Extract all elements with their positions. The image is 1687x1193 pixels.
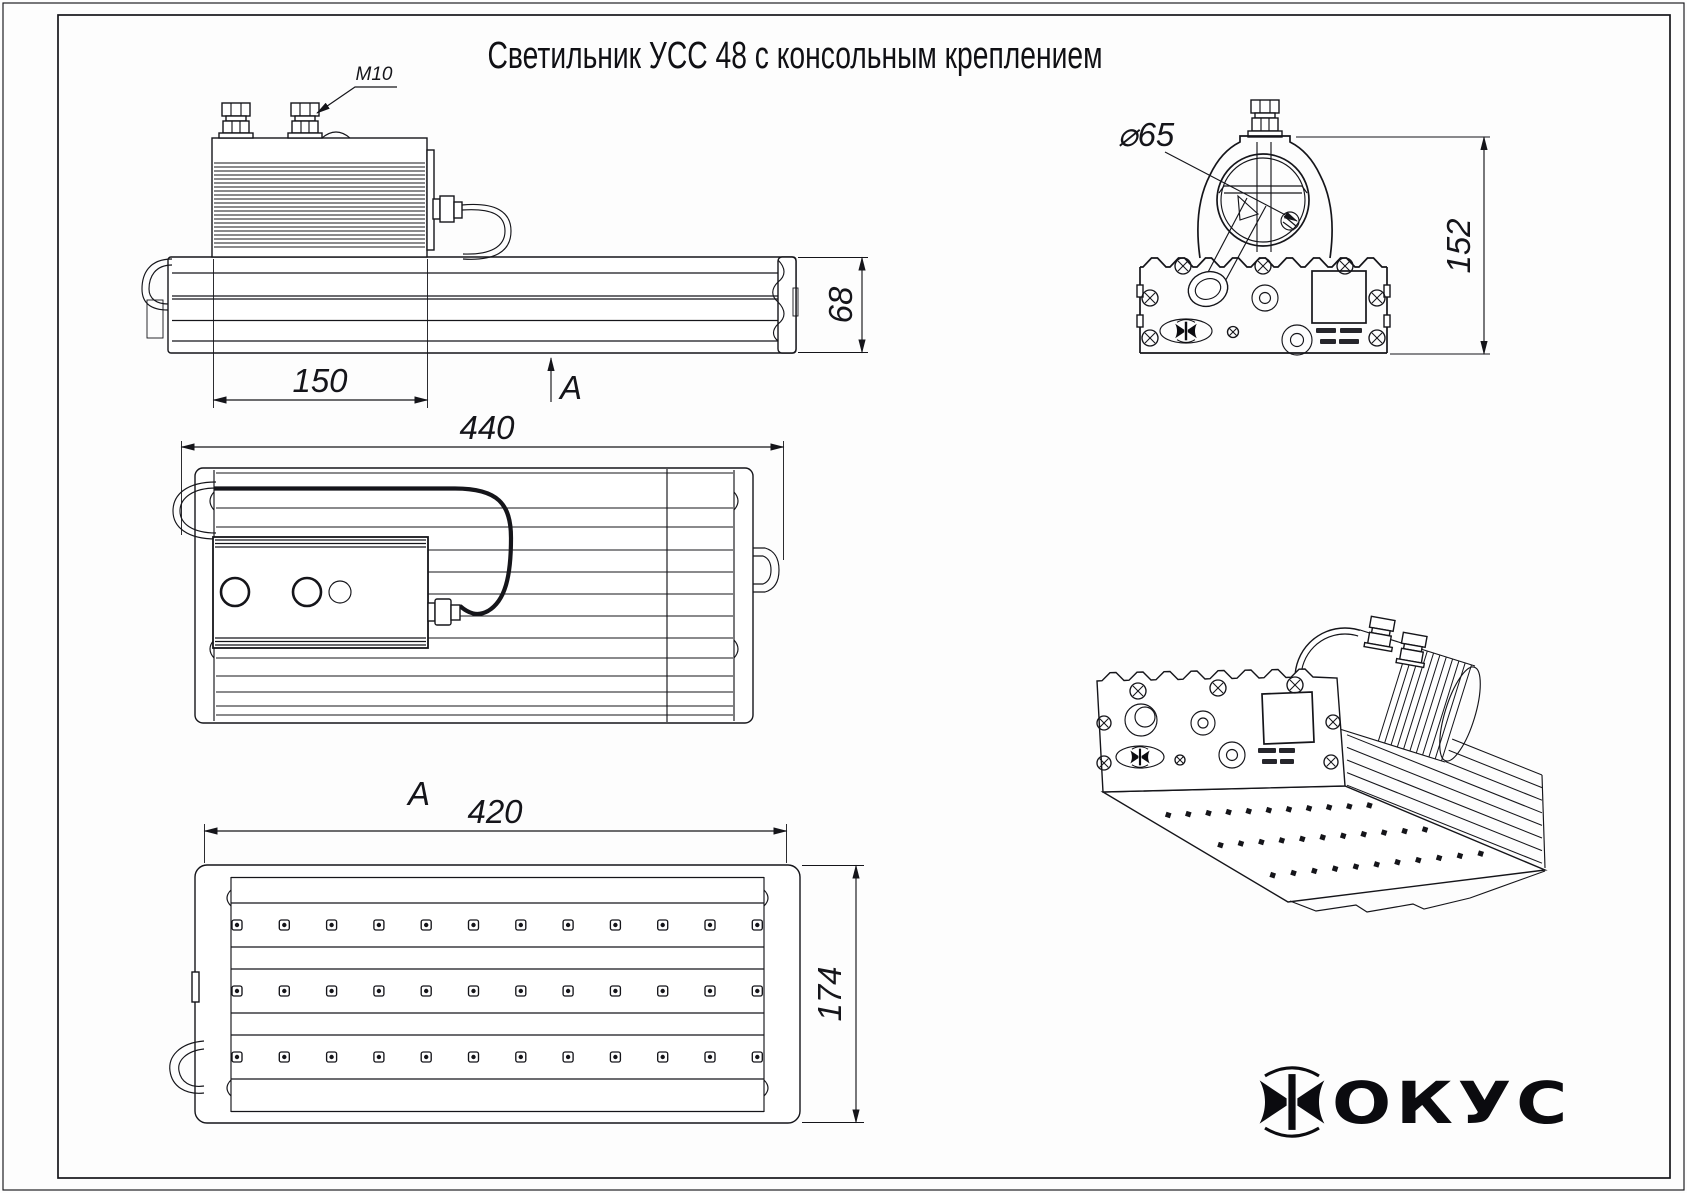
iso-logo-oval: [1115, 745, 1165, 769]
dim-420: 420: [467, 793, 523, 830]
power-cable: [214, 486, 514, 616]
scalloped-end: [1289, 870, 1546, 913]
panel-screws: [1141, 257, 1386, 347]
dim-diameter-65: ⌀65: [1118, 116, 1175, 153]
iso-panel-screws: [1096, 676, 1341, 771]
fokus-mini-logo-icon: [1174, 319, 1198, 343]
dim-68: 68: [822, 286, 859, 323]
fokus-logo: ОКУС: [1258, 1066, 1572, 1138]
hanging-ear: [172, 481, 217, 540]
mount-bracket: [211, 137, 428, 258]
iso-led-dots: [1164, 802, 1484, 879]
mount-hole: [219, 576, 251, 608]
heatsink-fins: [214, 162, 425, 248]
inner-frame: [57, 14, 1671, 1179]
section-label-a-face: A: [406, 775, 430, 812]
panel-microtext: [1316, 328, 1362, 344]
side-view: M10 150 68 A: [141, 64, 868, 408]
cable-gland: [427, 598, 461, 626]
led-grid: [231, 919, 763, 1063]
panel-logo-oval: [1159, 318, 1213, 344]
fokus-logo-text: ОКУС: [1332, 1069, 1572, 1137]
iso-label-plate: [1261, 691, 1315, 745]
face-view: A 420 174: [169, 775, 864, 1124]
end-view: ⌀65 152: [1118, 99, 1490, 356]
label-plate: [1311, 270, 1367, 324]
thread-label: M10: [356, 64, 393, 85]
section-label-a-side: A: [558, 369, 582, 406]
plan-view: 440: [172, 409, 785, 724]
iso-bolt: [1395, 631, 1428, 669]
dim-150: 150: [292, 362, 348, 399]
drawing-title: Светильник УСС 48 с консольным крепление…: [488, 35, 1103, 77]
iso-view: [1096, 615, 1548, 913]
dim-440: 440: [459, 409, 515, 446]
hanging-ear: [169, 1040, 205, 1094]
m10-bolt: [218, 102, 323, 139]
dim-152: 152: [1440, 218, 1477, 273]
mount-hole-small: [328, 580, 352, 604]
console-clamp: [1197, 135, 1333, 259]
iso-bolt: [1363, 615, 1396, 653]
cable-loop: [461, 203, 512, 260]
pipe-end: [1187, 270, 1229, 308]
end-tab: [753, 547, 780, 593]
dim-174: 174: [811, 966, 848, 1021]
mount-hole: [291, 576, 323, 608]
iso-led-face: [1100, 785, 1548, 903]
iso-panel-microtext: [1258, 748, 1295, 764]
hanging-ear: [141, 258, 173, 311]
cable-gland: [432, 195, 463, 223]
clamp-bolt: [1247, 99, 1283, 138]
fokus-logo-mark-icon: [1258, 1066, 1326, 1138]
